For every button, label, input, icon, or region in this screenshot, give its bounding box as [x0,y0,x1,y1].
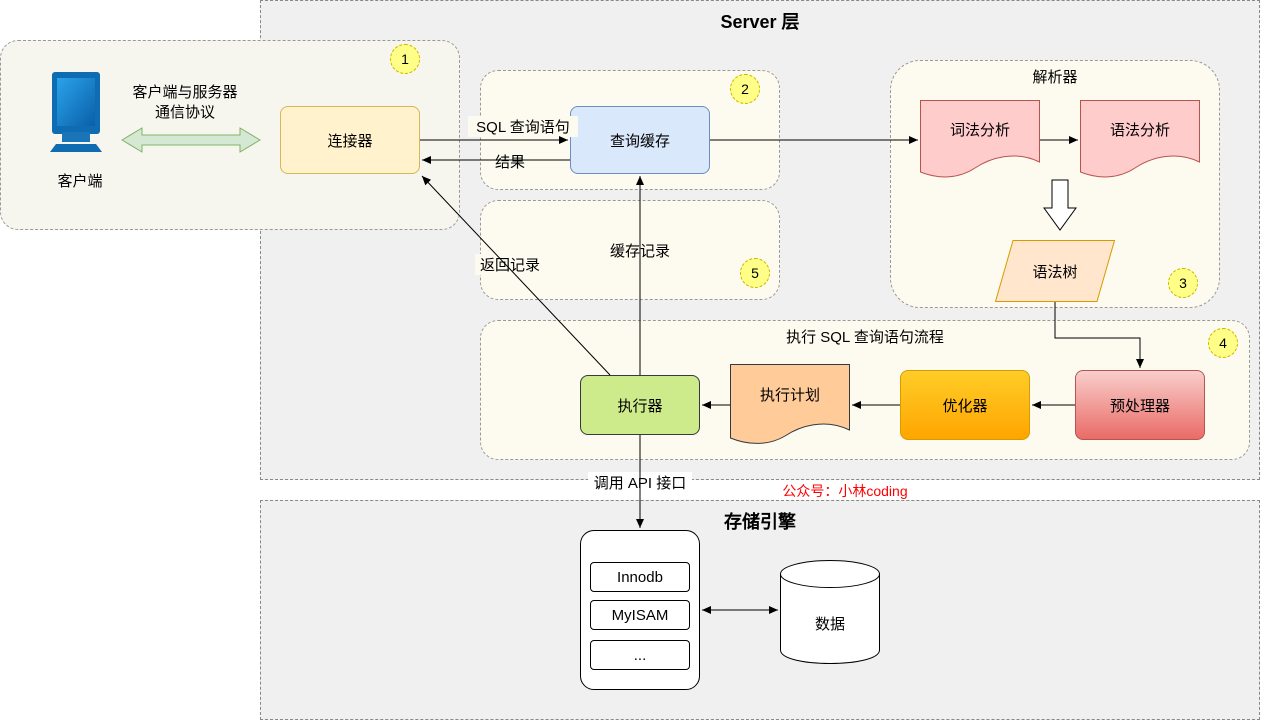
syntax-tree-label: 语法树 [1032,264,1078,281]
client-label: 客户端 [57,173,103,190]
data-store-cylinder[interactable]: 数据 [780,560,880,664]
storage-layer-title: 存储引擎 [724,512,796,532]
exec-flow-group-label: 执行 SQL 查询语句流程 [786,329,944,346]
badge-5: 5 [740,258,770,288]
parser-group-label: 解析器 [1032,69,1078,86]
watermark-text: 公众号：小林coding [782,483,908,499]
protocol-label-line2: 通信协议 [154,104,215,121]
exec-plan-node[interactable]: 执行计划 [730,364,850,446]
preprocessor-node[interactable]: 预处理器 [1075,370,1205,440]
monitor-icon [48,70,106,158]
optimizer-node[interactable]: 优化器 [900,370,1030,440]
badge-2: 2 [730,74,760,104]
edge-label-result: 结果 [490,151,530,172]
lexical-analysis-label: 词法分析 [949,122,1010,139]
badge-3: 3 [1168,268,1198,298]
edge-label-sql-query: SQL 查询语句 [468,116,578,137]
data-store-label: 数据 [814,616,845,633]
engine-innodb[interactable]: Innodb [590,562,690,592]
syntax-analysis-node[interactable]: 语法分析 [1080,100,1200,180]
executor-node[interactable]: 执行器 [580,375,700,435]
syntax-tree-node[interactable]: 语法树 [995,240,1115,302]
engine-myisam[interactable]: MyISAM [590,600,690,630]
edge-label-call-api: 调用 API 接口 [588,472,692,493]
badge-1: 1 [390,44,420,74]
edge-label-return-records: 返回记录 [475,254,545,275]
edge-label-cache-records: 缓存记录 [605,240,675,261]
exec-plan-label: 执行计划 [759,387,820,404]
connector-node[interactable]: 连接器 [280,106,420,174]
engine-more[interactable]: ... [590,640,690,670]
query-cache-node[interactable]: 查询缓存 [570,106,710,174]
lexical-analysis-node[interactable]: 词法分析 [920,100,1040,180]
protocol-label-line1: 客户端与服务器 [132,84,238,101]
server-layer-title: Server 层 [720,12,800,32]
badge-4: 4 [1208,328,1238,358]
syntax-analysis-label: 语法分析 [1109,122,1170,139]
